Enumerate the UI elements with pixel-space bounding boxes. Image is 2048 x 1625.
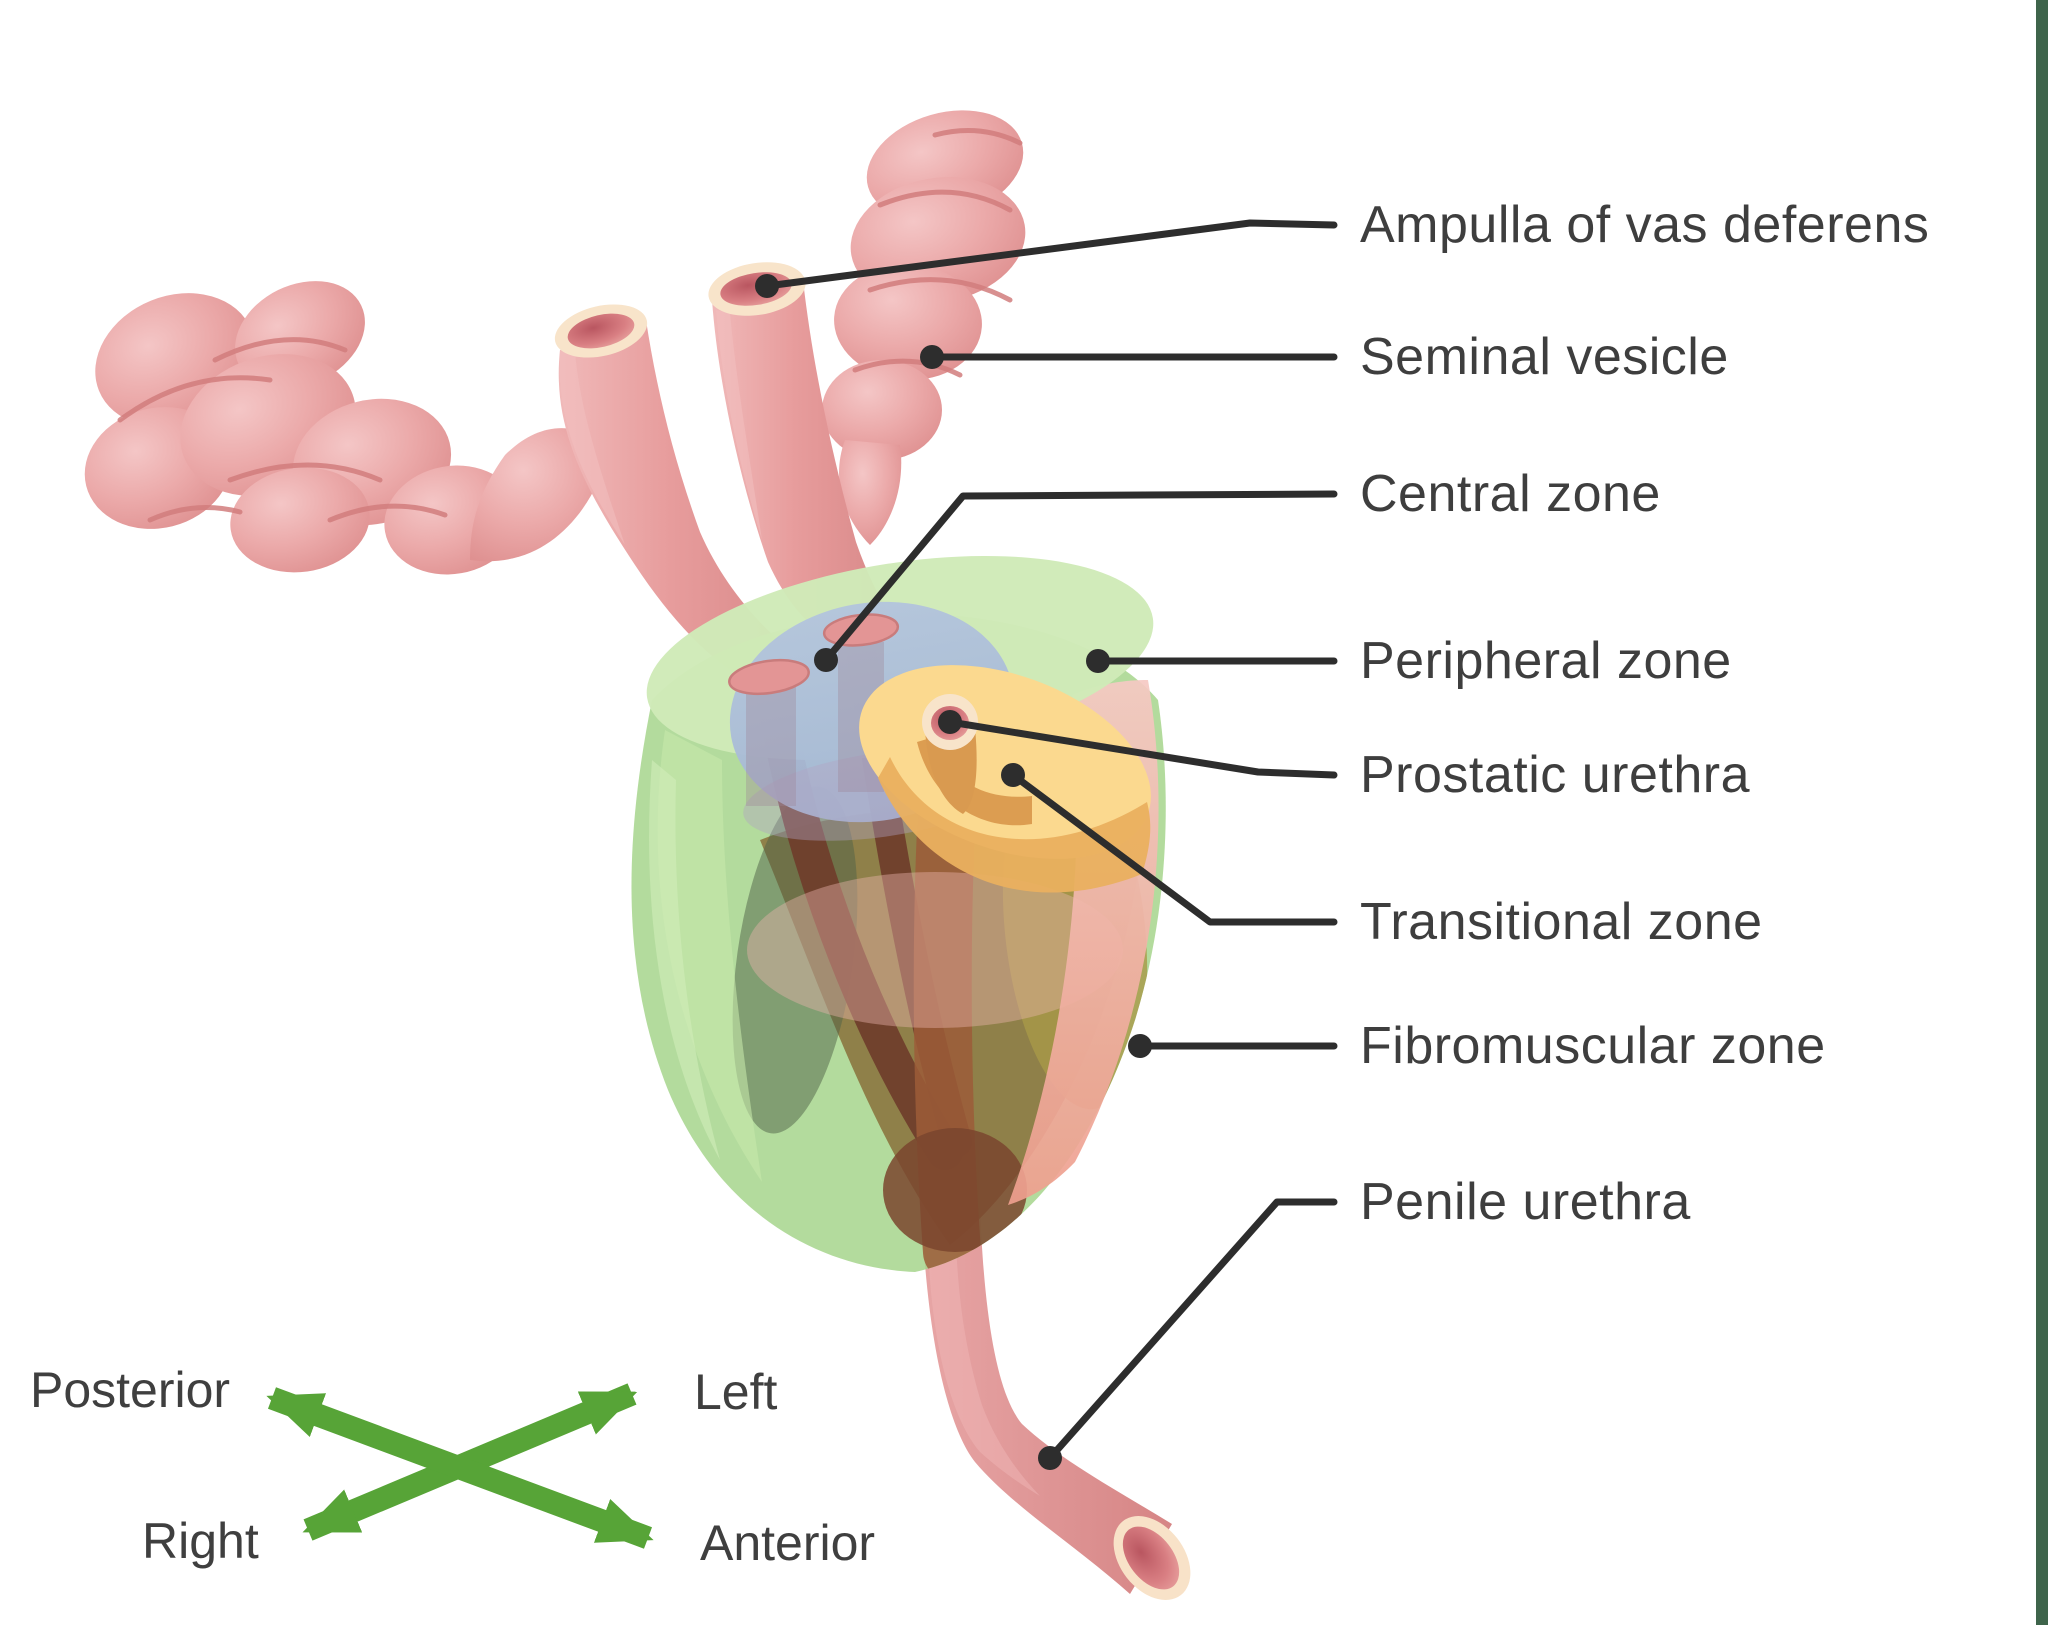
label-peripheral-zone: Peripheral zone (1360, 632, 1732, 690)
leader-ampulla-of-vas-deferens (755, 219, 1338, 298)
compass-label-left: Left (694, 1364, 778, 1420)
leader-central-zone (814, 490, 1338, 672)
seminal-vesicle-left-shape (84, 281, 610, 575)
compass-label-anterior: Anterior (700, 1515, 875, 1571)
seminal-vesicle-right-shape (822, 110, 1026, 545)
vas-deferens-left-tube (554, 304, 808, 672)
label-prostatic-urethra: Prostatic urethra (1360, 746, 1750, 804)
label-seminal-vesicle: Seminal vesicle (1360, 328, 1729, 386)
leader-seminal-vesicle (920, 345, 1338, 369)
vas-deferens-left-cut-end (728, 658, 810, 696)
label-ampulla-of-vas-deferens: Ampulla of vas deferens (1360, 196, 1929, 254)
leader-peripheral-zone (1086, 649, 1338, 673)
label-transitional-zone: Transitional zone (1360, 893, 1763, 951)
leader-fibromuscular-zone (1128, 1034, 1338, 1058)
leader-lines (755, 219, 1338, 1470)
leader-prostatic-urethra (938, 710, 1338, 779)
label-fibromuscular-zone: Fibromuscular zone (1360, 1017, 1826, 1075)
leader-transitional-zone (1001, 763, 1338, 926)
labels: Ampulla of vas deferens Seminal vesicle … (1360, 196, 1929, 1231)
label-central-zone: Central zone (1360, 465, 1661, 523)
right-edge-strip (2036, 0, 2048, 1625)
compass-label-posterior: Posterior (30, 1362, 230, 1418)
orientation-compass: Posterior Left Right Anterior (30, 1362, 875, 1571)
ampulla-of-vas-deferens-tube (708, 262, 897, 638)
label-penile-urethra: Penile urethra (1360, 1173, 1691, 1231)
direction-arrows-icon (266, 1383, 654, 1549)
compass-label-right: Right (142, 1513, 259, 1569)
leader-penile-urethra (1038, 1198, 1338, 1470)
